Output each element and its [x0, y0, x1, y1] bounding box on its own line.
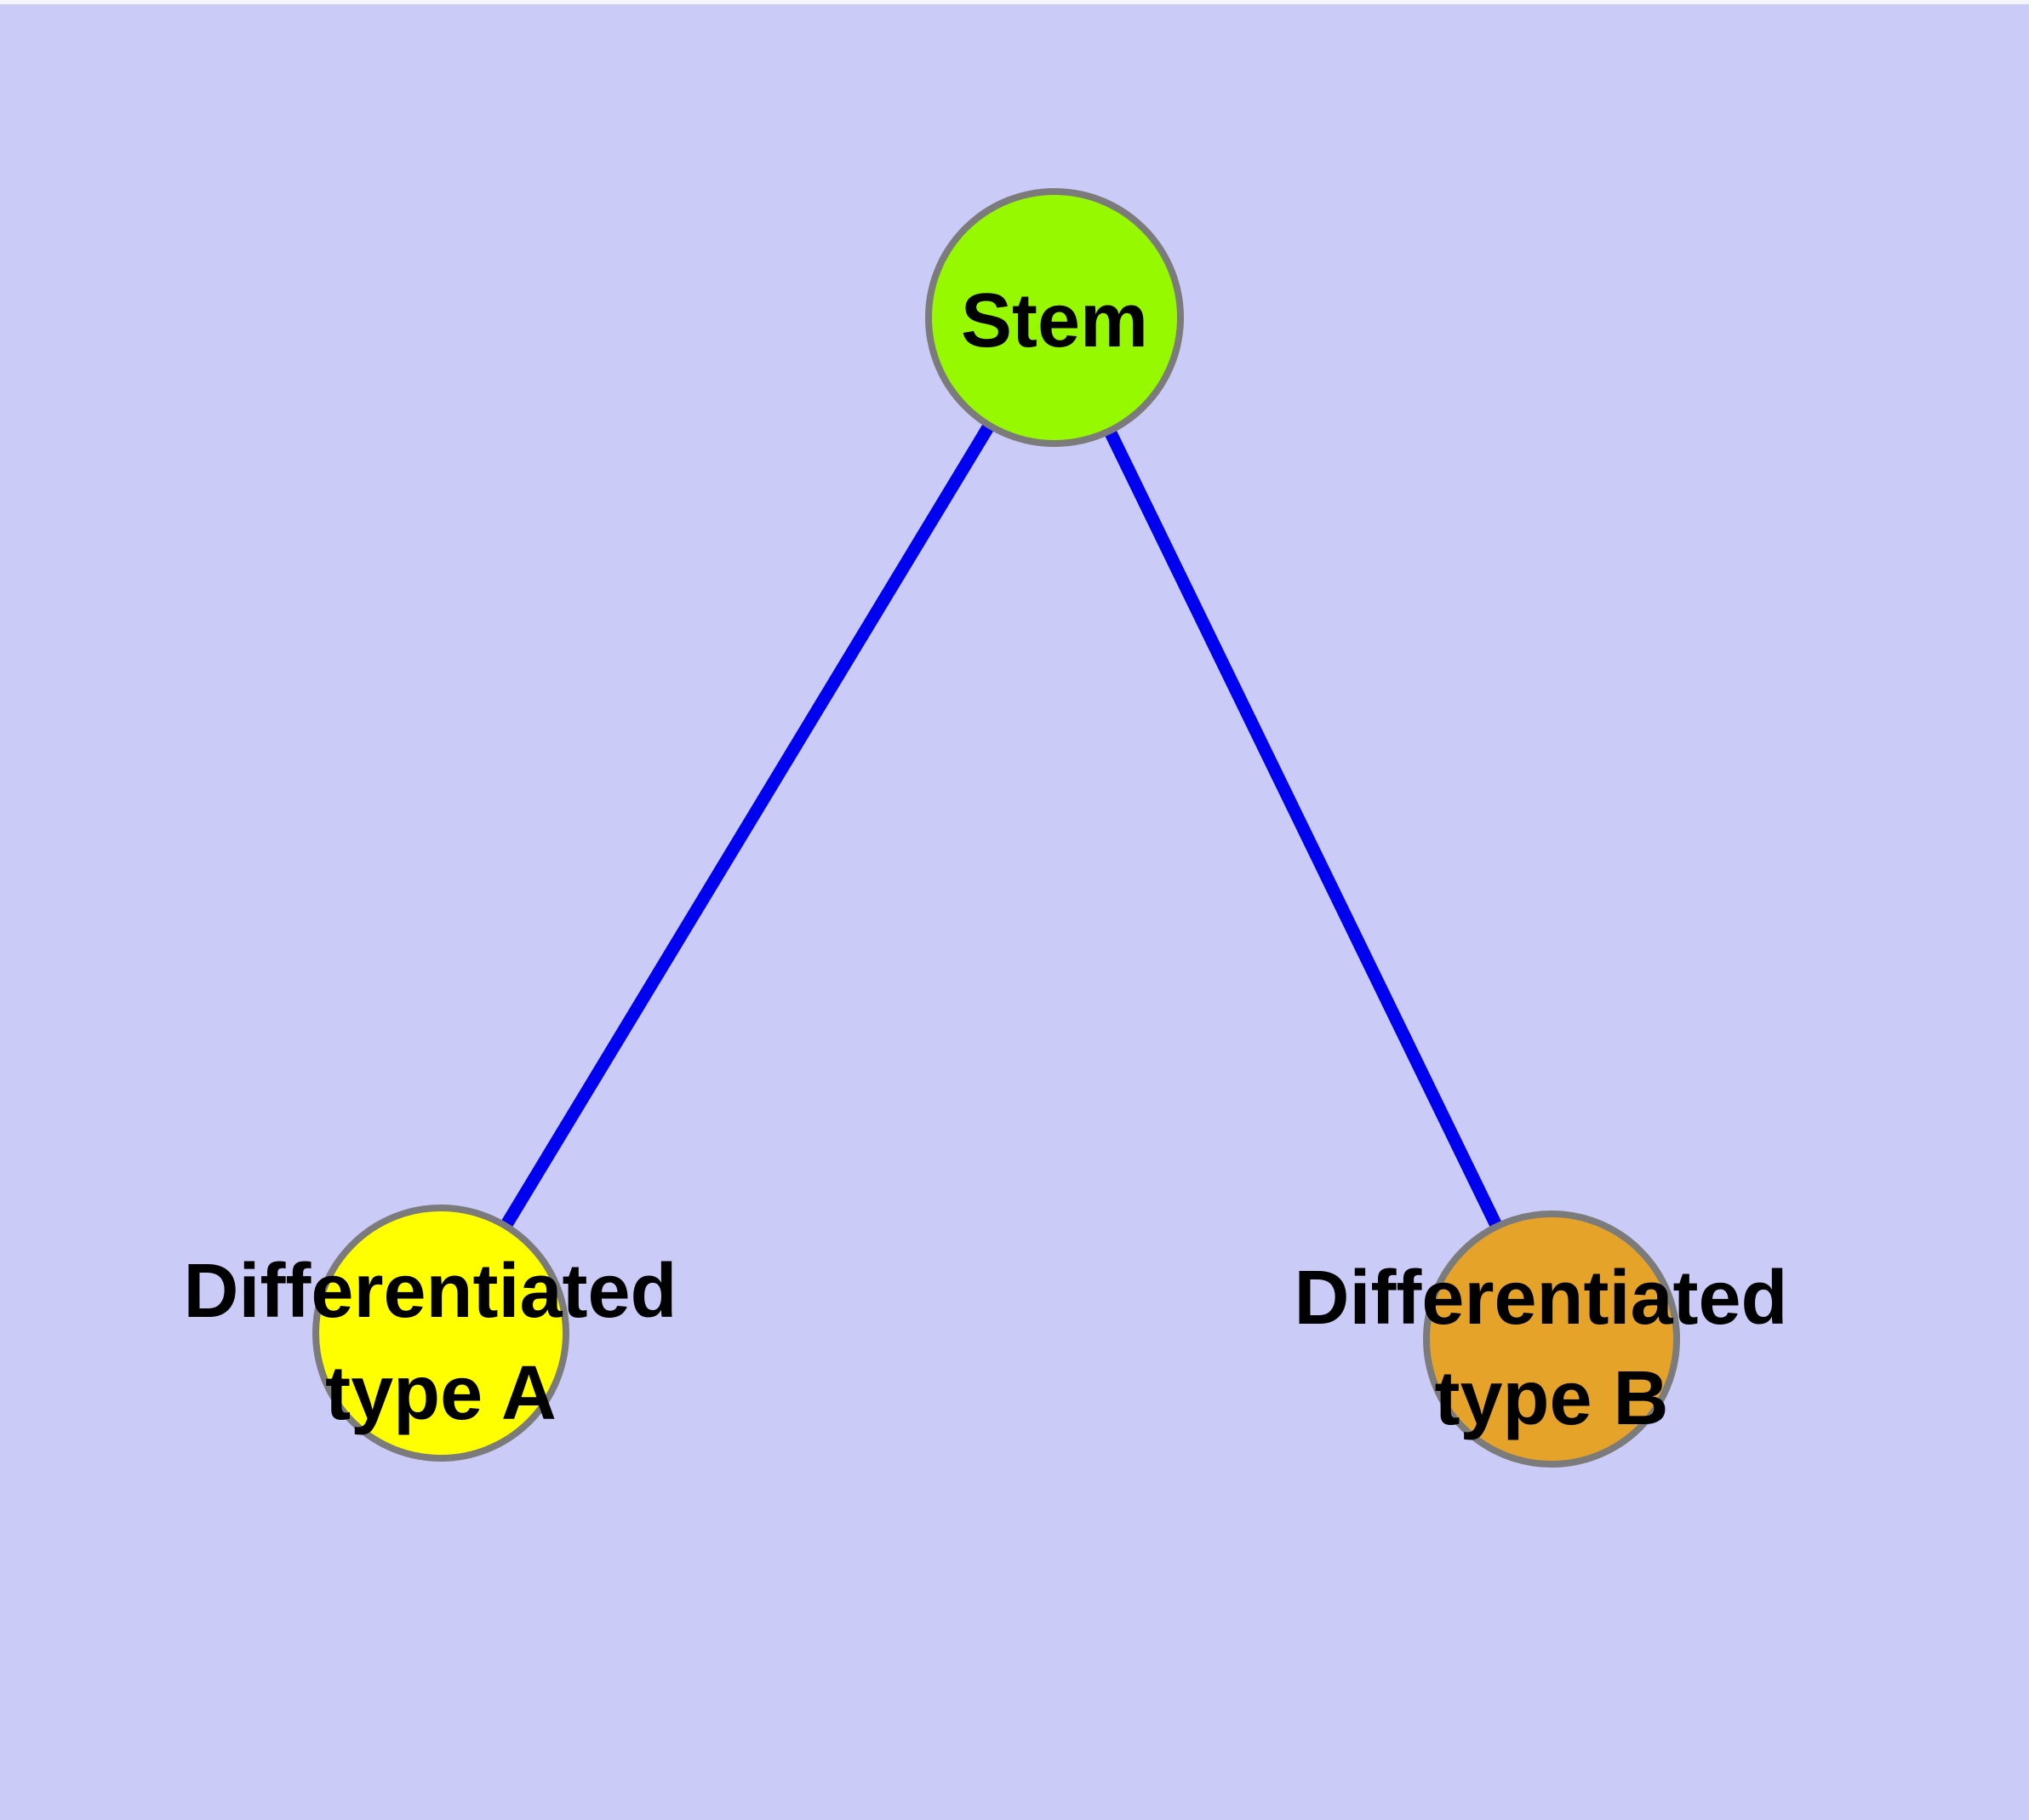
- edge-stem-to-type-a: [435, 314, 1060, 1336]
- node-type-a-label-line2: type A: [325, 1351, 557, 1436]
- node-type-a: [312, 1205, 569, 1462]
- top-margin-strip: [0, 0, 2029, 4]
- node-type-b: [1423, 1210, 1680, 1468]
- node-stem-label: Stem: [961, 278, 1148, 363]
- node-type-a-label: Differentiated type A: [183, 1249, 698, 1436]
- node-type-a-label-line1: Differentiated: [183, 1249, 677, 1334]
- node-type-b-label-line2: type B: [1434, 1356, 1668, 1441]
- edge-stem-to-type-b: [1049, 314, 1557, 1342]
- node-stem: [925, 188, 1184, 447]
- node-type-b-label-line1: Differentiated: [1294, 1256, 1787, 1341]
- node-type-b-label: Differentiated type B: [1294, 1256, 1809, 1441]
